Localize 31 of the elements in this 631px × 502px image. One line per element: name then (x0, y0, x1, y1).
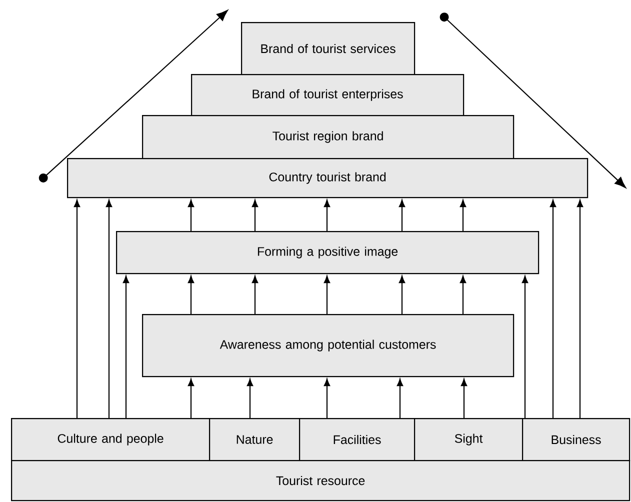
pyramid-box: Country tourist brand (67, 158, 588, 198)
pyramid-box: Brand of tourist services (241, 22, 416, 76)
arrow (252, 276, 258, 314)
arrow (188, 200, 194, 231)
arrow (576, 200, 584, 418)
arrow (106, 200, 112, 418)
arrow (324, 276, 330, 314)
pyramid-box: Brand of tourist enterprises (191, 74, 464, 116)
arrow (188, 378, 194, 418)
pyramid-box: Tourist region brand (142, 115, 514, 160)
arrow (324, 200, 330, 231)
resource-cell: Facilities (299, 418, 416, 462)
arrow (460, 200, 466, 231)
arrow (74, 200, 80, 418)
arrow (188, 276, 194, 314)
resource-cell: Nature (209, 418, 300, 462)
process-box: Forming a positive image (116, 231, 540, 274)
arrow (460, 276, 466, 314)
arrow (550, 200, 556, 418)
arrow (396, 378, 404, 418)
arrow (252, 200, 258, 231)
resource-cell: Sight (414, 418, 524, 462)
resource-cell: Business (522, 418, 630, 462)
arrow (324, 378, 330, 418)
process-box: Awareness among potential customers (142, 314, 514, 378)
arrow (460, 378, 468, 418)
arrow (398, 200, 406, 231)
arrow (398, 276, 406, 314)
arrow (522, 276, 528, 418)
arrow (122, 276, 130, 418)
arrow (246, 378, 254, 418)
